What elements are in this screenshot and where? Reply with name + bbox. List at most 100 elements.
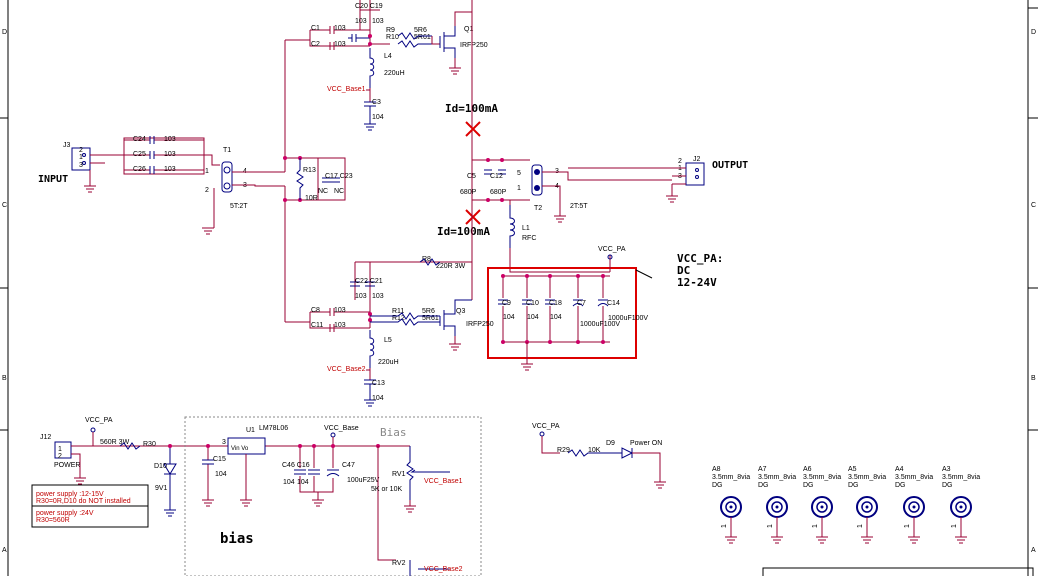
regulator-u1[interactable]: U1 LM78L06 Vin Vo 3 <box>222 425 288 507</box>
svg-text:1: 1 <box>517 185 521 192</box>
border-zone-c-right: C <box>1031 202 1036 209</box>
svg-text:POWER: POWER <box>54 462 80 469</box>
svg-text:C46 C16: C46 C16 <box>282 462 310 469</box>
svg-text:R9: R9 <box>386 27 395 34</box>
svg-text:103: 103 <box>355 18 367 25</box>
svg-text:power supply :24V: power supply :24V <box>36 510 94 517</box>
svg-text:C12: C12 <box>490 173 503 180</box>
svg-text:R13: R13 <box>303 167 316 174</box>
output-connector-j2[interactable]: J2 213 <box>666 156 705 203</box>
svg-text:D9: D9 <box>606 440 615 447</box>
svg-text:1: 1 <box>205 168 209 175</box>
svg-text:C47: C47 <box>342 462 355 469</box>
svg-text:103: 103 <box>334 307 346 314</box>
id-top-label: Id=100mA <box>445 102 498 115</box>
svg-text:U1: U1 <box>246 427 255 434</box>
svg-text:3.5mm_8via: 3.5mm_8via <box>895 474 933 481</box>
svg-text:A5: A5 <box>848 466 857 473</box>
svg-text:1: 1 <box>812 524 819 528</box>
svg-text:L5: L5 <box>384 337 392 344</box>
svg-text:A3: A3 <box>942 466 951 473</box>
power-connector-j12[interactable]: VCC_PA J12 12 POWER 560R 3W R30 <box>40 417 200 485</box>
svg-text:IRFP250: IRFP250 <box>466 321 494 328</box>
input-label: INPUT <box>38 174 68 185</box>
potentiometer-rv1[interactable]: RV1 5K or 10K VCC_Base1 <box>371 444 463 561</box>
svg-text:C7: C7 <box>577 300 586 307</box>
svg-text:1: 1 <box>857 524 864 528</box>
svg-text:A6: A6 <box>803 466 812 473</box>
transformer-t1[interactable]: T1 12 43 5T:2T <box>202 147 285 235</box>
border-zone-a-left: A <box>2 547 7 554</box>
svg-text:2: 2 <box>205 187 209 194</box>
svg-text:RV2: RV2 <box>392 560 406 567</box>
svg-text:2T:5T: 2T:5T <box>570 203 588 210</box>
svg-text:R11: R11 <box>392 308 404 315</box>
svg-text:L1: L1 <box>522 225 530 232</box>
svg-text:C1: C1 <box>311 25 320 32</box>
svg-text:104: 104 <box>215 471 227 478</box>
svg-text:RFC: RFC <box>522 235 536 242</box>
title-block <box>762 567 1034 576</box>
border-zone-c-left: C <box>2 202 7 209</box>
led-d9 <box>621 447 634 459</box>
svg-text:R10: R10 <box>386 34 399 41</box>
border-zone-b-right: B <box>1031 375 1036 382</box>
svg-text:DG: DG <box>848 482 859 489</box>
svg-text:1000uF100V: 1000uF100V <box>580 321 620 328</box>
svg-text:10R: 10R <box>305 195 318 202</box>
svg-text:IRFP250: IRFP250 <box>460 42 488 49</box>
splitter-wires <box>284 39 318 323</box>
svg-text:R12: R12 <box>392 315 405 322</box>
svg-text:1: 1 <box>721 524 728 528</box>
svg-text:C17 C23: C17 C23 <box>325 173 353 180</box>
svg-text:C10: C10 <box>526 300 539 307</box>
svg-text:C25: C25 <box>133 151 146 158</box>
svg-text:RV1: RV1 <box>392 471 406 478</box>
svg-text:Bias: Bias <box>380 426 407 439</box>
svg-text:C20 C19: C20 C19 <box>355 3 383 10</box>
svg-text:1: 1 <box>767 524 774 528</box>
svg-text:104: 104 <box>550 314 562 321</box>
svg-text:Q1: Q1 <box>464 26 473 33</box>
border-zone-d-left: D <box>2 29 7 36</box>
svg-text:L4: L4 <box>384 53 392 60</box>
svg-text:C22 C21: C22 C21 <box>355 278 383 285</box>
svg-text:104: 104 <box>503 314 515 321</box>
svg-text:3.5mm_8via: 3.5mm_8via <box>803 474 841 481</box>
svg-text:C9: C9 <box>502 300 511 307</box>
svg-text:10K: 10K <box>588 447 601 454</box>
mosfet-q1[interactable]: Q1 IRFP250 <box>439 0 488 160</box>
svg-text:VCC_Base1: VCC_Base1 <box>327 86 366 93</box>
svg-text:103: 103 <box>372 293 384 300</box>
mosfet-q3[interactable]: Q3 IRFP250 <box>439 299 494 351</box>
annotation-arrow <box>635 269 653 279</box>
svg-text:VCC_Base1: VCC_Base1 <box>424 478 463 485</box>
svg-text:Power ON: Power ON <box>630 440 662 447</box>
svg-text:5: 5 <box>517 170 521 177</box>
svg-text:103: 103 <box>372 18 384 25</box>
output-label: OUTPUT <box>712 160 748 171</box>
svg-text:104: 104 <box>297 479 309 486</box>
svg-text:5R61: 5R61 <box>414 34 431 41</box>
svg-text:C3: C3 <box>372 99 381 106</box>
svg-text:A7: A7 <box>758 466 767 473</box>
svg-text:R30=0R,D10 do NOT installed: R30=0R,D10 do NOT installed <box>36 498 131 505</box>
svg-text:LM78L06: LM78L06 <box>259 425 288 432</box>
svg-text:1: 1 <box>58 446 62 453</box>
transformer-t2[interactable]: 34 T2 2T:5T <box>531 164 672 223</box>
svg-text:bias: bias <box>220 531 254 547</box>
svg-text:T2: T2 <box>534 205 542 212</box>
input-connector-j3[interactable]: J3 213 <box>63 142 124 193</box>
svg-text:VCC_Base2: VCC_Base2 <box>424 566 463 573</box>
svg-text:C14: C14 <box>607 300 620 307</box>
svg-text:5T:2T: 5T:2T <box>230 203 248 210</box>
svg-text:680P: 680P <box>460 189 477 196</box>
potentiometer-rv2[interactable]: RV2 VCC_Base2 <box>392 560 463 576</box>
svg-text:C13: C13 <box>372 380 385 387</box>
